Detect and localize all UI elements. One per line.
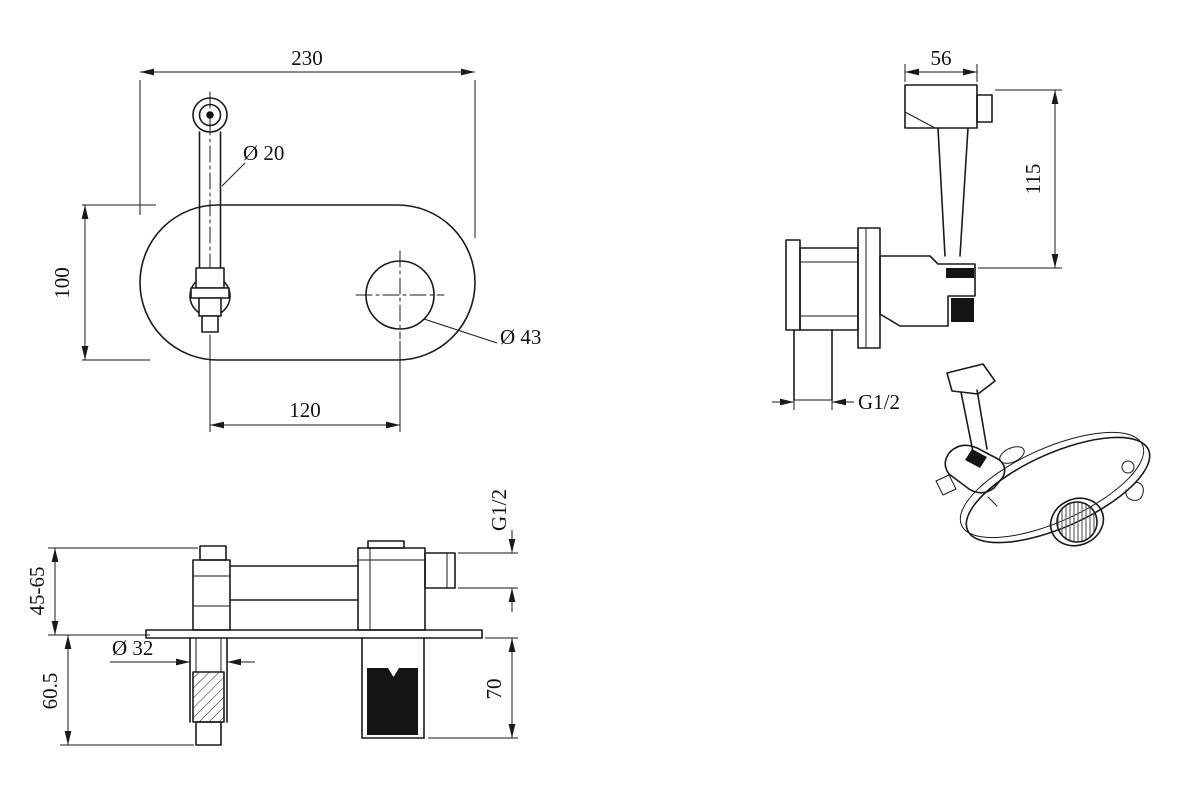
front-view: 230 Ø 20 100 120 Ø 43 <box>50 46 541 432</box>
column-hatched-section <box>192 671 225 723</box>
sprayer-handle-left <box>937 127 946 257</box>
section-view-object <box>145 540 483 746</box>
dim-label-side-height: 115 <box>1021 164 1045 195</box>
leader-line-spout <box>221 162 246 187</box>
iso-sprayer-handle <box>960 389 988 453</box>
iso-cradle-seal <box>965 449 987 468</box>
sprayer-handle-right <box>959 127 969 257</box>
holder-bracket-foot <box>201 315 219 333</box>
sprayer-nozzle <box>976 94 993 123</box>
dim-label-wall-depth-range: 45-65 <box>25 567 49 616</box>
front-view-object <box>139 91 476 361</box>
inlet-fitting <box>424 552 456 589</box>
sprayer-cap-outer-circle <box>192 97 228 133</box>
dim-label-valve-depth: 70 <box>482 679 506 700</box>
cradle-seal-lower <box>951 298 974 322</box>
holder-bracket-top <box>195 267 225 289</box>
section-view: G1/2 45-65 60.5 Ø 32 70 <box>25 489 518 746</box>
sprayer-head-detail <box>904 111 936 129</box>
iso-knob <box>1056 501 1098 543</box>
iso-cradle-to-plate <box>987 496 998 507</box>
iso-plate-outline <box>965 436 1151 544</box>
iso-clip-detail <box>935 474 957 496</box>
dim-label-knob-diameter: Ø 43 <box>500 325 541 349</box>
plate-edge-section <box>145 629 483 639</box>
dim-label-plate-width: 230 <box>291 46 323 70</box>
iso-sprayer-cradle <box>944 444 1006 494</box>
dim-label-plate-height: 100 <box>50 267 74 299</box>
section-view-dimensions: G1/2 45-65 60.5 Ø 32 70 <box>25 489 518 746</box>
iso-plate-thickness <box>959 431 1145 539</box>
dim-label-under-depth: 60.5 <box>38 673 62 710</box>
front-view-dimensions: 230 Ø 20 100 120 Ø 43 <box>50 46 541 432</box>
iso-hook-detail <box>1125 481 1144 501</box>
iso-knob-base <box>1049 497 1105 547</box>
wall-escutcheon-side <box>857 227 881 349</box>
dim-label-inlet-thread: G1/2 <box>858 390 900 414</box>
holder-bracket-flange <box>190 287 230 299</box>
dim-label-hole-spacing: 120 <box>289 398 321 422</box>
dim-label-spout-diameter: Ø 20 <box>243 141 284 165</box>
isometric-view <box>935 363 1151 547</box>
holder-mount-body <box>192 559 231 631</box>
cartridge-notch <box>388 668 399 677</box>
sprayer-head-body <box>904 84 978 129</box>
valve-block-tab <box>367 540 405 549</box>
inwall-flange <box>785 239 801 331</box>
side-view: 56 115 G1/2 <box>772 46 1062 414</box>
dim-label-column-diameter: Ø 32 <box>112 636 153 660</box>
sprayer-cap-center-dot <box>206 111 214 119</box>
inwall-valve-body <box>799 247 859 331</box>
column-foot <box>195 721 222 746</box>
side-view-object <box>785 84 993 401</box>
holder-bracket-body <box>198 297 222 317</box>
plate-outline <box>139 204 476 361</box>
dim-label-outlet-thread: G1/2 <box>487 489 511 531</box>
valve-cartridge-solid <box>367 668 418 735</box>
iso-sprayer-head <box>946 363 996 395</box>
iso-screw-detail <box>1121 460 1135 474</box>
cradle-seal-upper <box>946 268 974 278</box>
holder-cradle-side <box>879 255 976 327</box>
holder-mount-tab <box>199 545 227 561</box>
side-view-dimensions: 56 115 G1/2 <box>772 46 1062 414</box>
sprayer-cap-mid-circle <box>198 103 222 127</box>
dim-label-head-width: 56 <box>931 46 952 70</box>
leader-line-knob <box>423 318 498 344</box>
